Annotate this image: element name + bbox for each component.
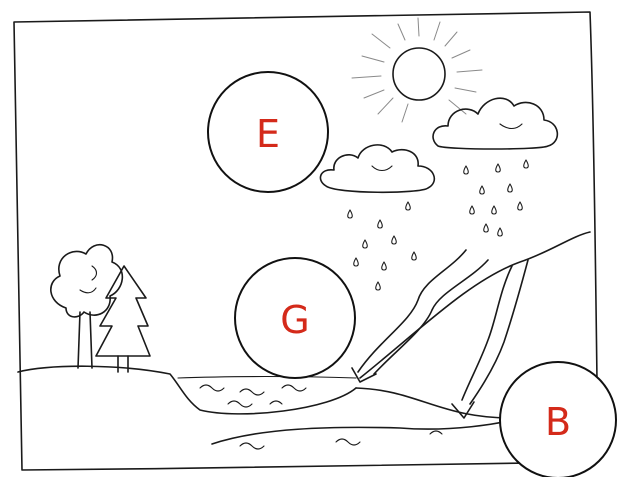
river-waves bbox=[240, 431, 442, 449]
runoff-arrows bbox=[352, 250, 528, 418]
label-e: E bbox=[208, 72, 328, 192]
label-b: B bbox=[500, 362, 616, 477]
river-bank bbox=[212, 418, 520, 444]
label-g-text: G bbox=[280, 298, 309, 342]
trees bbox=[51, 245, 150, 372]
label-b-text: B bbox=[545, 400, 571, 444]
label-g: G bbox=[235, 258, 355, 378]
cloud-detail-left bbox=[372, 166, 392, 171]
rain-cloud-right bbox=[433, 98, 557, 149]
sun bbox=[352, 18, 482, 122]
lake-surface bbox=[178, 377, 356, 379]
label-e-text: E bbox=[256, 112, 280, 156]
hillside bbox=[360, 232, 590, 378]
rain-cloud-left bbox=[320, 145, 434, 192]
lower-bank bbox=[356, 388, 520, 418]
cloud-detail-right bbox=[500, 124, 522, 129]
water-waves bbox=[200, 385, 306, 407]
